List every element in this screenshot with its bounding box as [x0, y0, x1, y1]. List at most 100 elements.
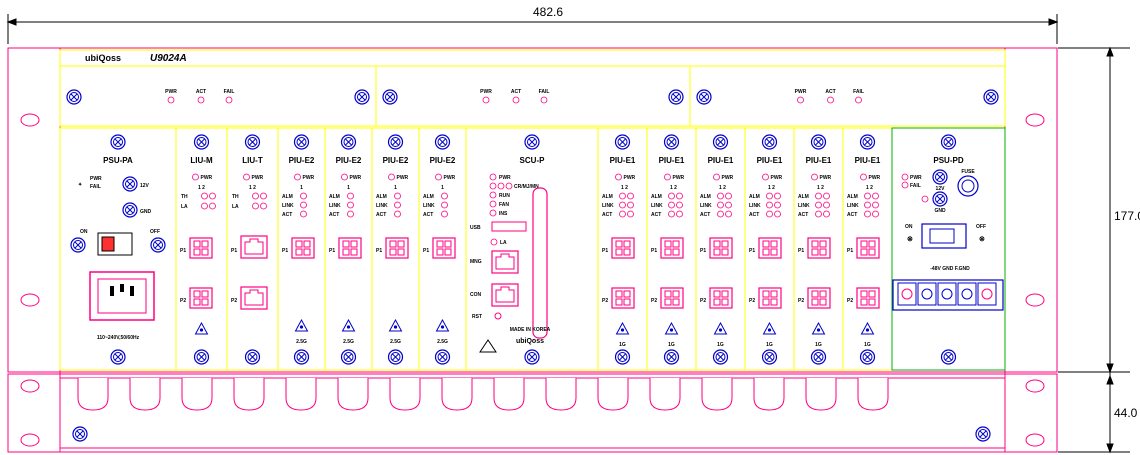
port-slot — [201, 248, 209, 256]
warning-dot — [669, 328, 674, 332]
port-slot — [193, 240, 201, 248]
speed-label: 1G — [766, 342, 773, 348]
ac-inlet[interactable] — [89, 271, 155, 321]
port-slot — [713, 290, 721, 298]
p1-label: P1 — [847, 248, 853, 254]
dc-terminal-block[interactable] — [892, 279, 1004, 311]
sfp-port-p2[interactable] — [611, 287, 635, 309]
sfp-port-p2[interactable] — [758, 287, 782, 309]
port-frame — [856, 237, 880, 259]
sfp-port-p2[interactable] — [189, 287, 213, 309]
port-slot — [868, 290, 876, 298]
port-slot — [868, 240, 876, 248]
sfp-port-p1[interactable] — [189, 237, 213, 259]
la-label: LA — [500, 240, 507, 246]
screw-inner — [862, 137, 873, 147]
led-indicator — [774, 192, 781, 200]
screw-icon — [434, 349, 451, 365]
led-indicator — [341, 173, 348, 181]
inlet-pin — [120, 284, 124, 292]
act-label: ACT — [847, 212, 857, 218]
sfp-port-p1[interactable] — [338, 237, 362, 259]
p1-label: P1 — [282, 248, 288, 254]
led-indicator — [388, 173, 395, 181]
pwr-label: PWR — [910, 175, 922, 181]
led-symbol: ✦ — [78, 182, 82, 188]
led-indicator — [860, 173, 867, 181]
warning-dot — [346, 325, 351, 329]
fan-led — [225, 96, 233, 104]
sfp-port-p1[interactable] — [758, 237, 782, 259]
screw-inner — [715, 137, 726, 147]
screw-slot — [766, 353, 773, 361]
port-slot — [615, 240, 623, 248]
port-frame — [758, 287, 782, 309]
sfp-port-p2[interactable] — [856, 287, 880, 309]
p1-label: P1 — [180, 248, 186, 254]
sfp-port-p2[interactable] — [807, 287, 831, 309]
sfp-port-p1[interactable] — [385, 237, 409, 259]
rj45-port-p1[interactable] — [240, 235, 268, 259]
led-indicator — [901, 181, 909, 189]
led-indicator — [864, 201, 871, 209]
led-indicator — [766, 201, 773, 209]
backplane-handle[interactable] — [532, 187, 548, 339]
sfp-port-p1[interactable] — [856, 237, 880, 259]
fan-led-label: PWR — [795, 89, 807, 95]
screw-inner — [671, 92, 681, 102]
screw-icon — [975, 426, 991, 442]
console-port[interactable] — [491, 283, 519, 307]
inlet-pin — [130, 286, 134, 296]
screw-icon — [761, 349, 778, 365]
rj45-port-p2[interactable] — [240, 286, 268, 310]
led-indicator — [243, 173, 250, 181]
vent-slot — [181, 378, 213, 411]
p1-label: P1 — [329, 248, 335, 254]
screw-slot — [979, 430, 987, 438]
alm-label: ALM — [329, 194, 340, 200]
port-number: 1 — [347, 185, 350, 191]
on-label: ON — [905, 224, 913, 230]
test-point-icon — [932, 169, 948, 185]
sfp-port-p1[interactable] — [660, 237, 684, 259]
sfp-port-p1[interactable] — [291, 237, 315, 259]
top-height-dimension: 177.0 — [1114, 209, 1140, 223]
sfp-port-p2[interactable] — [709, 287, 733, 309]
sfp-port-p1[interactable] — [611, 237, 635, 259]
led-indicator — [725, 201, 732, 209]
screw-icon — [193, 134, 210, 150]
power-switch[interactable] — [97, 232, 133, 256]
port-slot — [623, 240, 631, 248]
fuse-icon — [122, 176, 138, 192]
usb-port[interactable] — [491, 221, 527, 232]
screw-icon — [663, 134, 680, 150]
mng-port[interactable] — [491, 250, 519, 274]
led-indicator — [209, 202, 216, 210]
led-indicator — [627, 201, 634, 209]
port-slot — [868, 248, 876, 256]
act-label: ACT — [651, 212, 661, 218]
sfp-port-p1[interactable] — [807, 237, 831, 259]
warning-dot — [199, 328, 204, 332]
led-indicator — [441, 201, 448, 209]
power-switch[interactable] — [921, 223, 967, 249]
screw-slot — [249, 138, 256, 146]
sfp-port-p1[interactable] — [432, 237, 456, 259]
screw-inner — [153, 240, 163, 250]
port-slot — [295, 240, 303, 248]
sfp-port-p2[interactable] — [660, 287, 684, 309]
act-label: ACT — [798, 212, 808, 218]
vent-slot — [337, 378, 369, 411]
sfp-port-p1[interactable] — [709, 237, 733, 259]
screw-inner — [666, 137, 677, 147]
led-indicator — [489, 209, 497, 217]
screw-slot — [945, 353, 952, 361]
reset-button[interactable] — [494, 312, 502, 320]
fuse-holder[interactable] — [957, 175, 979, 197]
th-label: TH — [232, 194, 239, 200]
